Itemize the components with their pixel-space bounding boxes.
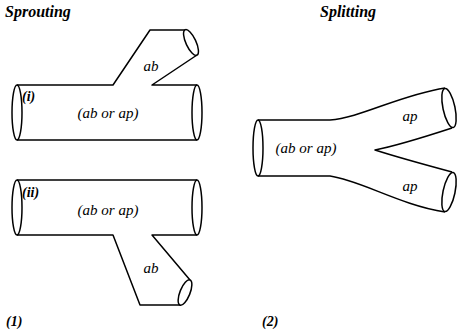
tube-end [12,85,22,140]
tube-outline [258,88,452,212]
case-tag: (i) [22,90,35,104]
tube-end [12,180,22,235]
panel-number: (1) [6,315,22,329]
case-tag: (ii) [22,186,39,200]
tube-label: ab [144,261,159,276]
tube-end [192,85,202,140]
tube-label: (ab or ap) [78,106,139,121]
tube-end [439,171,459,213]
tube-end [181,28,202,58]
tube-outline [17,30,197,140]
tube-label: (ab or ap) [78,203,139,218]
tube-end [175,278,194,307]
tube-label: ap [403,179,418,194]
tube-end [192,180,202,235]
panel-number: (2) [262,315,278,329]
tube-outline [17,180,197,305]
tube-end [253,120,263,176]
panel-heading: Splitting [320,4,376,20]
tube-label: ab [144,59,159,74]
tube-label: (ab or ap) [276,141,337,156]
tube-end [439,87,459,129]
tube-label: ap [403,109,418,124]
panel-heading: Sprouting [5,4,71,20]
